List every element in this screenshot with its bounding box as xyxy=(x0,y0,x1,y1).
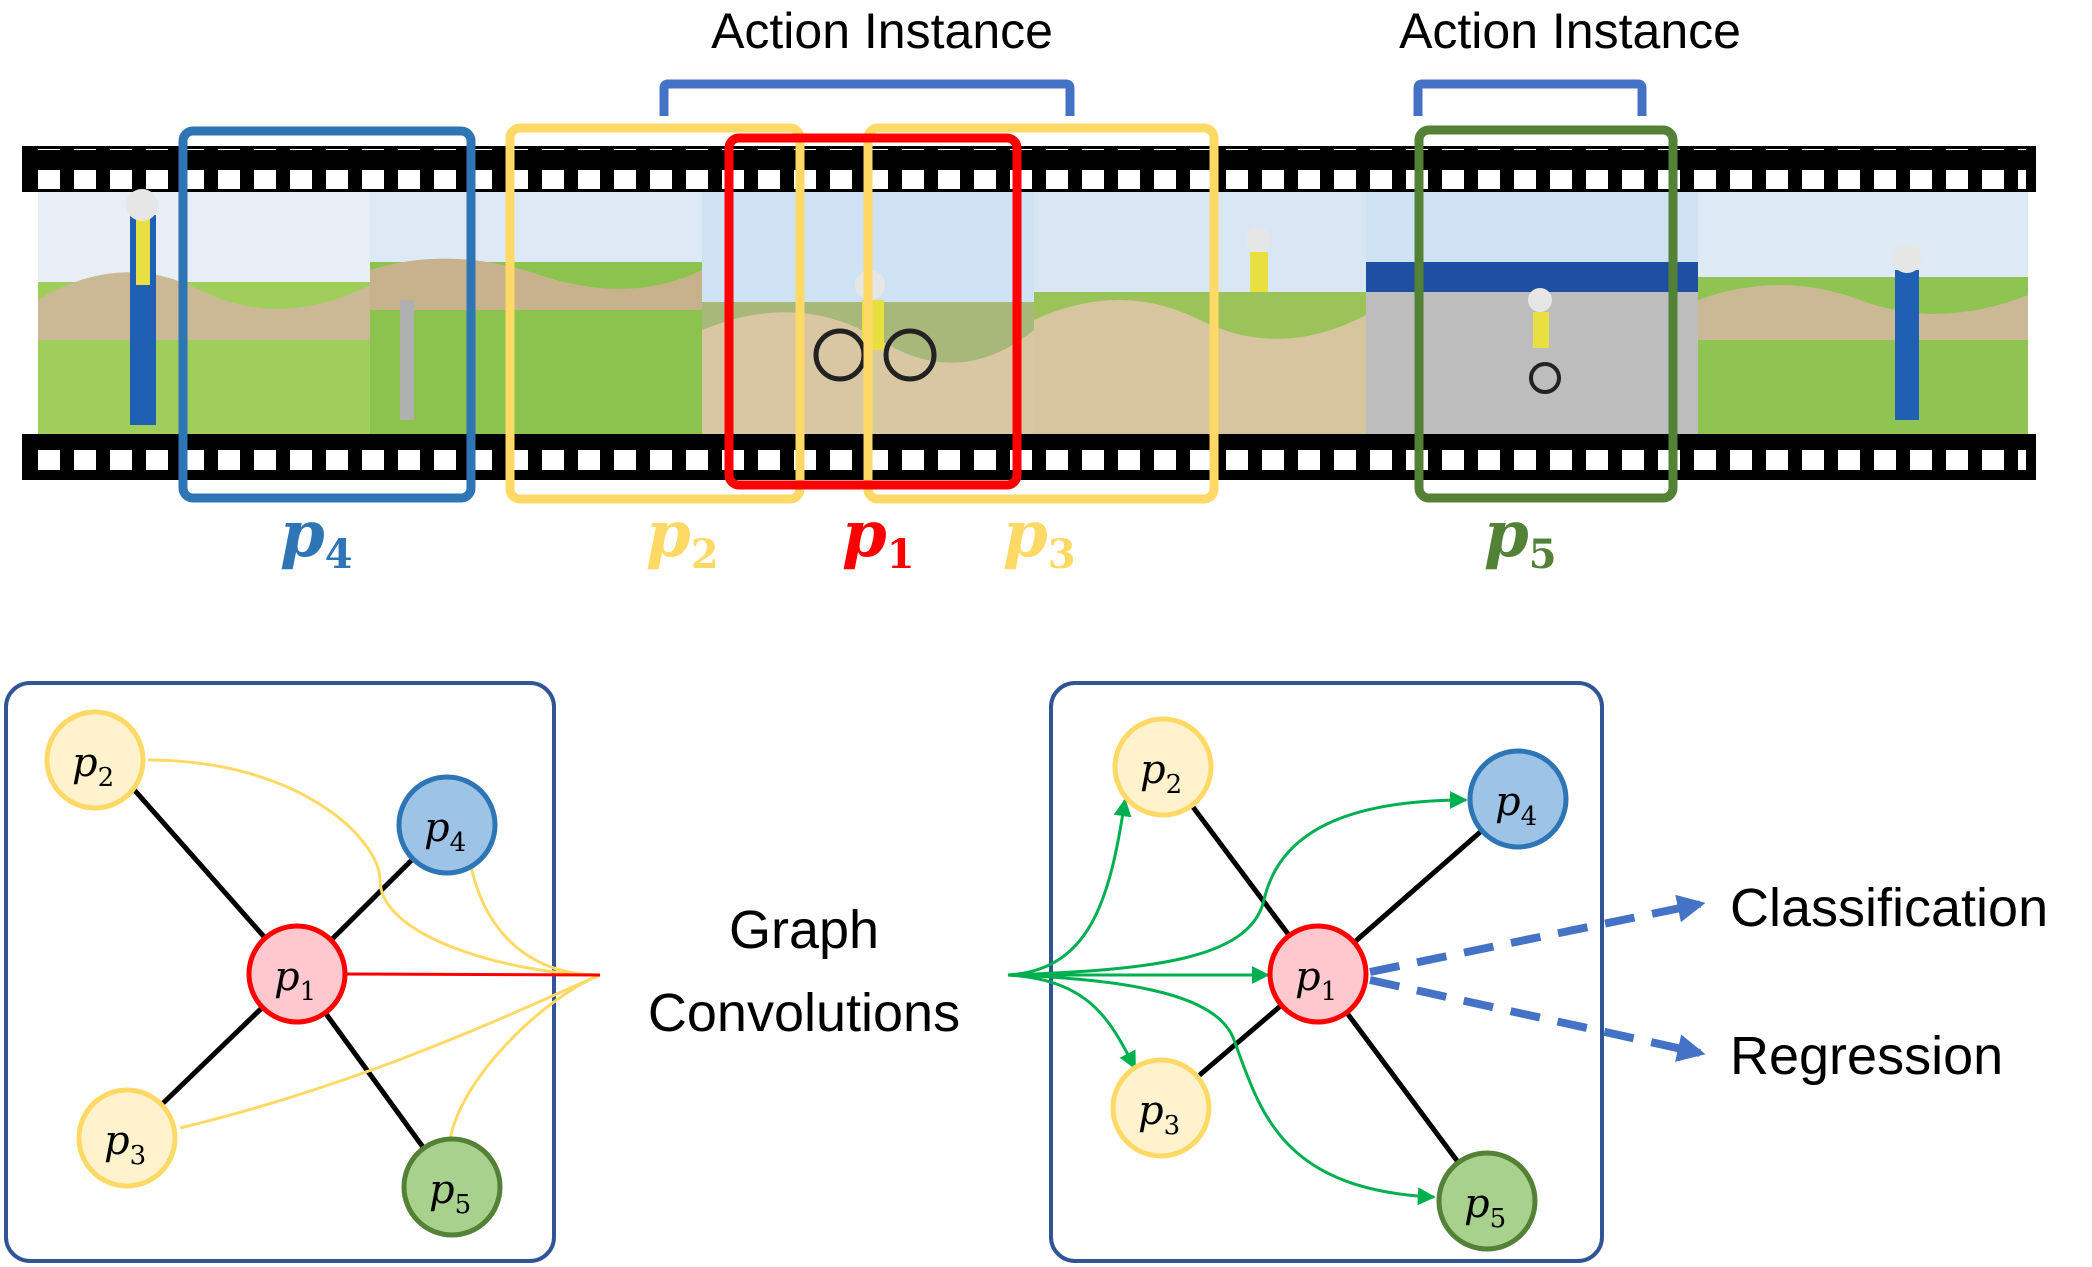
proposal-label-p3: p3 xyxy=(1003,497,1076,578)
classification-arrow xyxy=(1369,894,1706,976)
frame-4 xyxy=(1034,192,1366,434)
film-top-holes xyxy=(32,149,2026,189)
classification-label: Classification xyxy=(1730,878,2048,938)
proposal-label-p5: p5 xyxy=(1484,497,1557,578)
proposal-label-p4: p4 xyxy=(280,497,353,578)
svg-text:p5: p5 xyxy=(429,1167,471,1220)
left-node-p3: p3 xyxy=(76,1087,178,1189)
graph-convolutions-line2: Convolutions xyxy=(648,983,960,1043)
svg-text:p2: p2 xyxy=(1140,747,1182,800)
svg-text:p1: p1 xyxy=(1295,954,1337,1007)
svg-text:p4: p4 xyxy=(424,805,466,858)
regression-arrow xyxy=(1369,976,1706,1062)
left-node-p2: p2 xyxy=(44,709,146,811)
action-instance-bracket-2: Action Instance xyxy=(1399,3,1741,116)
svg-text:p4: p4 xyxy=(1495,779,1537,832)
film-bottom-holes xyxy=(32,437,2026,477)
frame-6 xyxy=(1698,192,2028,434)
proposal-boxes xyxy=(178,123,1678,504)
left-node-p5: p5 xyxy=(401,1136,503,1238)
svg-text:p3: p3 xyxy=(104,1118,146,1171)
left-graph-panel: p2 p4 p1 p3 p5 xyxy=(4,681,601,1263)
right-node-p2: p2 xyxy=(1112,716,1214,818)
frame-2 xyxy=(370,192,702,434)
proposal-box-p1 xyxy=(724,133,1022,490)
right-node-p4: p4 xyxy=(1467,748,1569,850)
film-strip xyxy=(22,146,2036,480)
right-node-p3: p3 xyxy=(1110,1057,1212,1159)
svg-text:p3: p3 xyxy=(1138,1088,1180,1141)
proposal-box-p3 xyxy=(863,123,1219,504)
right-node-p5: p5 xyxy=(1436,1150,1538,1252)
proposal-label-p1: p1 xyxy=(842,497,915,578)
action-instance-label-1: Action Instance xyxy=(711,3,1053,59)
proposal-labels: p4 p2 p1 p3 p5 xyxy=(280,497,1557,578)
regression-label: Regression xyxy=(1730,1026,2003,1086)
right-node-p1: p1 xyxy=(1267,923,1369,1025)
action-instance-label-2: Action Instance xyxy=(1399,3,1741,59)
svg-text:p1: p1 xyxy=(274,954,316,1007)
proposal-box-p4 xyxy=(178,126,476,503)
left-node-p1: p1 xyxy=(246,923,348,1025)
right-graph-panel: p2 p4 p1 p3 p5 xyxy=(1007,681,1604,1263)
left-node-p4: p4 xyxy=(396,774,498,876)
action-instance-bracket-1: Action Instance xyxy=(659,3,1075,116)
frame-1 xyxy=(38,189,370,434)
svg-text:p5: p5 xyxy=(1464,1181,1506,1234)
proposal-box-p5 xyxy=(1414,125,1678,503)
proposal-label-p2: p2 xyxy=(646,497,719,578)
svg-text:p2: p2 xyxy=(72,740,114,793)
graph-convolutions-line1: Graph xyxy=(729,900,879,960)
proposal-box-p2 xyxy=(505,123,805,504)
